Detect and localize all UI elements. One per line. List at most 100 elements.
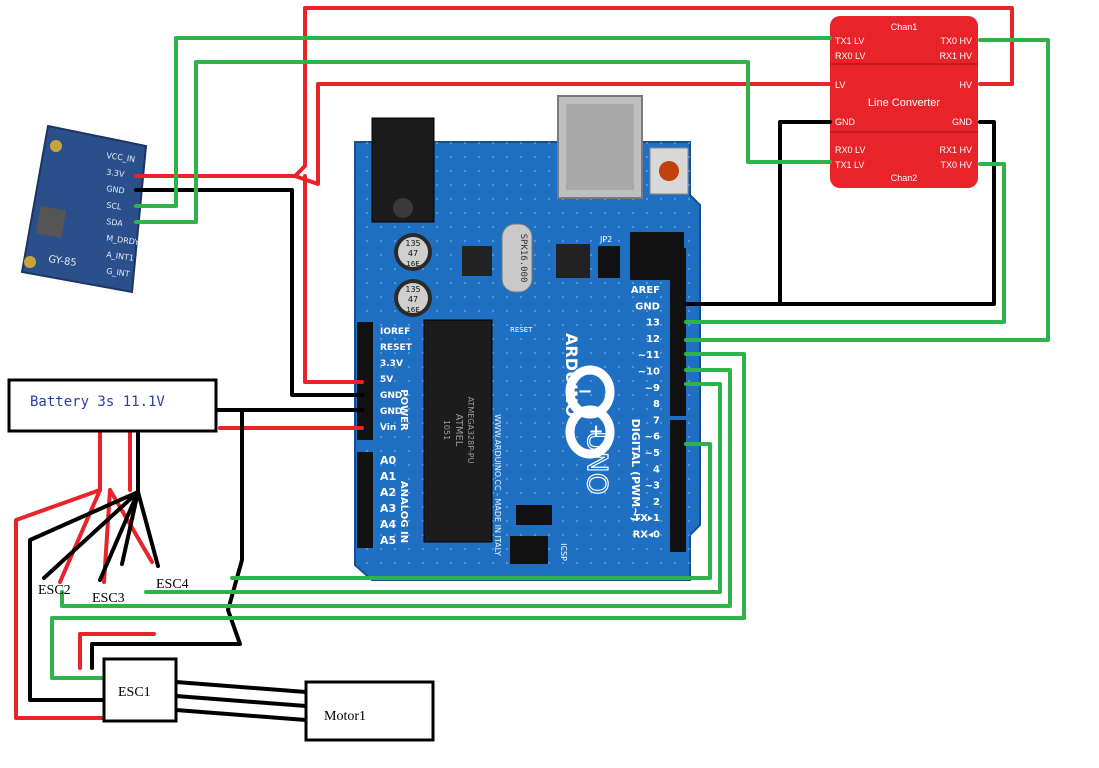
converter-tx1-lv: TX1 LV [835,36,864,46]
esc1: ESC1 [102,657,178,723]
motor-label: Motor1 [324,709,366,724]
sensor-pin-label: SCL [106,201,123,212]
digital-header-low [670,420,686,552]
capacitor: 135 47 16E [394,233,432,271]
analog-pin-label: A1 [380,470,396,483]
atmega-chip [423,319,493,543]
chip-part: ATMEGA328P-PU [466,397,475,464]
ground-wires [28,120,996,722]
reset-label: RESET [510,326,533,334]
sensor-pin-label: A_INT1 [106,250,135,263]
power-pin-label: 5V [380,375,393,385]
digital-pin-label: 2 [653,497,660,508]
sensor-pin-label: VCC_IN [106,151,136,164]
converter-tx0-hv: TX0 HV [940,36,972,46]
power-pin-label: IOREF [380,327,410,337]
power-pin-label: Vin [380,423,396,433]
arduino-board: 135 47 16E 135 47 16E SPK16.000 JP2 ATME… [354,95,701,581]
svg-text:−: − [577,381,592,402]
crystal-label: SPK16.000 [518,234,528,283]
sensor-pin-label: G_INT [106,267,131,279]
esc3-label: ESC3 [92,591,125,606]
sensor-pin-label: SDA [106,217,124,228]
converter-tx0-hv-2: TX0 HV [940,160,972,170]
svg-text:16E: 16E [406,260,419,268]
analog-pin-label: A2 [380,486,396,499]
analog-label: ANALOG IN [398,481,409,543]
power-pin-label: RESET [380,343,413,353]
digital-pin-label: 7 [653,415,660,426]
svg-text:47: 47 [408,295,418,304]
digital-pin-label: ~9 [645,383,660,394]
digital-pin-label: 8 [653,399,660,410]
arduino-logo: − + [565,365,615,459]
esc4-label: ESC4 [156,577,189,592]
power-label: POWER [398,389,409,431]
arduino-brand: ARDUINO [562,333,581,417]
svg-text:135: 135 [405,239,420,248]
chip-code: 1051 [442,420,451,440]
converter-rx1-hv-2: RX1 HV [939,145,972,155]
converter-title: Line Converter [868,97,940,109]
svg-text:+: + [588,421,603,442]
sensor-pin-label: 3.3V [106,168,126,180]
gy85-sensor: GY-85 VCC_IN3.3VGNDSCLSDAM_DRDYA_INT1G_I… [20,124,148,294]
converter-rx0-lv: RX0 LV [835,51,865,61]
battery-label: Battery 3s 11.1V [30,394,165,410]
icsp-label: ICSP [559,543,568,561]
digital-pin-label: 12 [646,334,660,345]
battery: Battery 3s 11.1V [7,378,218,433]
svg-text:47: 47 [408,249,418,258]
crystal [501,223,533,293]
wires [14,6,1050,722]
power-pin-labels: IOREF RESET 3.3V 5V GND GND Vin [380,327,413,433]
digital-pin-label: ~3 [645,481,660,492]
power-pin-label: GND [380,407,402,417]
analog-pin-label: A4 [380,518,397,531]
digital-pin-label: TX▸1 [633,513,660,524]
digital-header-high [670,248,686,416]
analog-pin-label: A0 [380,454,397,467]
sensor-name: GY-85 [48,254,78,269]
converter-lv: LV [835,80,845,90]
esc2-label: ESC2 [38,583,71,598]
digital-pin-label: AREF [631,285,660,296]
svg-text:16E: 16E [406,306,419,314]
digital-pin-label: ~5 [645,448,660,459]
chip-brand: ATMEL [453,414,464,447]
analog-header [357,452,373,548]
sensor-pin-label: GND [106,184,125,195]
svg-text:135: 135 [405,285,420,294]
digital-pin-label: 13 [646,318,660,329]
converter-hv: HV [959,80,972,90]
converter-chan1: Chan1 [891,22,918,32]
power-pin-label: GND [380,391,402,401]
digital-pin-label: RX◂0 [633,530,660,541]
digital-pin-label: GND [635,301,660,312]
analog-pin-label: A3 [380,502,396,515]
jp2-label: JP2 [599,235,612,244]
digital-label: DIGITAL (PWM~) [629,419,642,522]
analog-pin-label: A5 [380,534,396,547]
arduino-website: WWW.ARDUINO.CC - MADE IN ITALY [493,414,502,556]
converter-chan2: Chan2 [891,173,918,183]
converter-rx0-lv-2: RX0 LV [835,145,865,155]
converter-rx1-hv: RX1 HV [939,51,972,61]
line-converter: Chan1 TX1 LV RX0 LV TX0 HV RX1 HV LV HV … [830,16,978,188]
arduino-model: UNO [581,431,614,494]
digital-pin-label: 4 [653,464,660,475]
digital-pin-label: ~11 [638,350,660,361]
converter-gnd-right: GND [952,117,973,127]
converter-tx1-lv-2: TX1 LV [835,160,864,170]
power-pin-label: 3.3V [380,359,403,369]
converter-gnd-left: GND [835,117,856,127]
capacitor: 135 47 16E [394,279,432,317]
esc1-label: ESC1 [118,685,151,700]
digital-pin-label: ~10 [638,367,660,378]
motor1: Motor1 [304,680,435,742]
signal-wires [50,36,1050,680]
